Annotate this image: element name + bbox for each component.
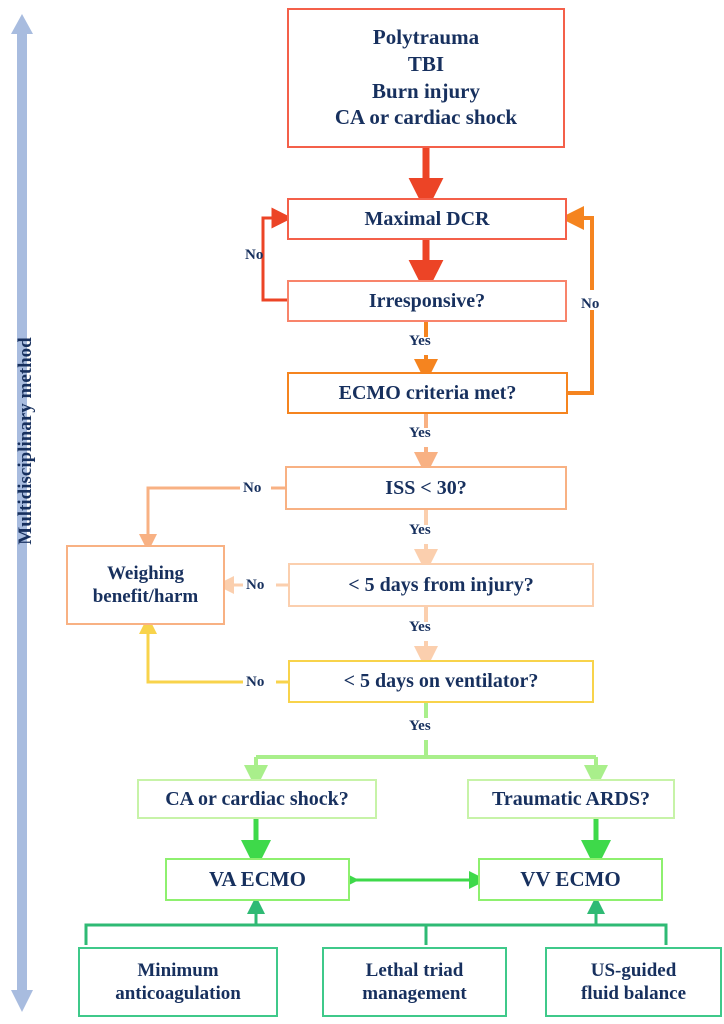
node-lethal-triad-line-2: management [362,983,467,1004]
node-traumatic-ards[interactable]: Traumatic ARDS? [467,779,675,819]
edge-no-criteria-to-dcr [560,206,594,290]
node-weighing-benefit-harm[interactable]: Weighing benefit/harm [66,545,225,625]
edge-label-yes-days-vent: Yes [409,718,431,734]
node-start-line-4: CA or cardiac shock [334,105,518,130]
edge-label-yes-irresponsive: Yes [409,333,431,349]
node-minimum-anticoagulation[interactable]: Minimum anticoagulation [78,947,278,1017]
node-us-guided-line-1: US-guided [590,959,677,981]
edge-no-criteria-seg-lower [568,310,594,395]
node-minimum-anticoagulation-line-1: Minimum [137,959,219,981]
node-iss-label: ISS < 30? [385,476,467,499]
node-start-line-1: Polytrauma [372,25,480,50]
edge-no-irresponsive-to-dcr [261,207,293,302]
node-days-from-injury-label: < 5 days from injury? [348,573,534,596]
node-va-ecmo-label: VA ECMO [208,866,307,891]
node-start-line-3: Burn injury [372,78,480,103]
edge-label-yes-days-injury: Yes [409,619,431,635]
edge-label-no-iss: No [243,480,262,496]
edge-label-yes-criteria: Yes [409,425,431,441]
node-lethal-triad-line-1: Lethal triad [365,959,464,981]
edge-right-manifold [426,923,668,945]
node-iss[interactable]: ISS < 30? [285,466,567,510]
node-ecmo-criteria[interactable]: ECMO criteria met? [287,372,568,414]
node-weighing-line-2: benefit/harm [92,586,199,607]
node-days-on-ventilator-label: < 5 days on ventilator? [343,670,539,693]
node-vv-ecmo-label: VV ECMO [520,866,621,891]
node-maximal-dcr-label: Maximal DCR [364,207,490,230]
node-start-line-2: TBI [407,51,445,76]
node-ecmo-criteria-label: ECMO criteria met? [338,381,517,404]
side-label-multidisciplinary-method: Multidisciplinary method [15,337,36,545]
node-weighing-line-1: Weighing [106,562,185,584]
node-days-on-ventilator[interactable]: < 5 days on ventilator? [288,660,594,703]
edge-daysvent-no-to-weighing [139,616,243,684]
edge-label-no-irresponsive: No [245,247,264,263]
edge-label-yes-iss: Yes [409,522,431,538]
node-irresponsive-label: Irresponsive? [368,289,486,312]
node-ca-or-cardiac-shock[interactable]: CA or cardiac shock? [137,779,377,819]
edge-left-manifold [84,923,426,945]
node-maximal-dcr[interactable]: Maximal DCR [287,198,567,240]
node-va-ecmo[interactable]: VA ECMO [165,858,350,901]
edge-iss-no-to-weighing [139,486,240,552]
node-us-guided-line-2: fluid balance [580,983,687,1004]
edge-label-no-criteria: No [581,296,600,312]
node-vv-ecmo[interactable]: VV ECMO [478,858,663,901]
node-minimum-anticoagulation-line-2: anticoagulation [115,983,241,1004]
node-irresponsive[interactable]: Irresponsive? [287,280,567,322]
edge-label-no-days-injury: No [246,577,265,593]
node-us-guided-fluid-balance[interactable]: US-guided fluid balance [545,947,722,1017]
node-start[interactable]: Polytrauma TBI Burn injury CA or cardiac… [287,8,565,148]
node-traumatic-ards-label: Traumatic ARDS? [492,787,650,810]
node-lethal-triad-management[interactable]: Lethal triad management [322,947,507,1017]
node-days-from-injury[interactable]: < 5 days from injury? [288,563,594,607]
edge-label-no-days-vent: No [246,674,265,690]
node-ca-or-cardiac-shock-label: CA or cardiac shock? [165,787,349,810]
